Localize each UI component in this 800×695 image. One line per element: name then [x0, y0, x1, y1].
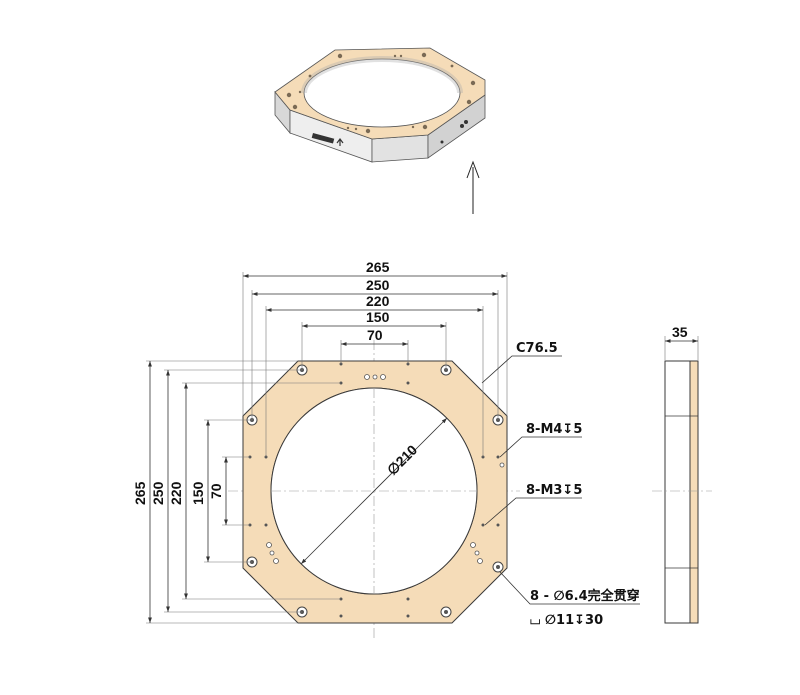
dim-220: 220 — [366, 293, 390, 309]
callouts: C76.5 8-M4↧5 8-M3↧5 8 - ∅6.4完全贯穿 ⌴ ∅11↧3… — [481, 341, 640, 628]
view-direction-arrow — [466, 160, 480, 214]
dim-150: 150 — [366, 309, 390, 325]
callout-through-hole: 8 - ∅6.4完全贯穿 — [530, 588, 640, 604]
dim-v265: 265 — [132, 481, 148, 505]
callout-chamfer: C76.5 — [516, 341, 558, 356]
vertical-dimensions: 265 250 220 150 70 — [132, 360, 341, 624]
side-view: 35 — [652, 324, 712, 624]
dim-v70: 70 — [208, 483, 224, 499]
dim-250: 250 — [366, 277, 390, 293]
tapped-holes — [248, 362, 500, 618]
iso-bore — [303, 58, 461, 128]
dim-265: 265 — [366, 259, 390, 275]
dim-70: 70 — [367, 327, 383, 343]
cluster-holes — [266, 374, 505, 564]
dim-v150: 150 — [190, 481, 206, 505]
dim-v250: 250 — [150, 481, 166, 505]
side-body — [664, 360, 691, 624]
horizontal-dimensions: 265 250 220 150 70 — [242, 259, 508, 457]
front-view: ∅210 — [228, 340, 520, 640]
callout-m4: 8-M4↧5 — [526, 422, 582, 437]
side-plate-layer — [689, 360, 699, 624]
isometric-view — [274, 47, 486, 163]
iso-holes — [286, 52, 476, 134]
callout-counterbore: ⌴ ∅11↧30 — [530, 613, 603, 628]
dim-35: 35 — [672, 324, 688, 340]
dim-v220: 220 — [168, 481, 184, 505]
bore-diameter-line — [300, 417, 448, 565]
callout-m3: 8-M3↧5 — [526, 483, 582, 498]
iso-side-front-right — [371, 134, 429, 163]
